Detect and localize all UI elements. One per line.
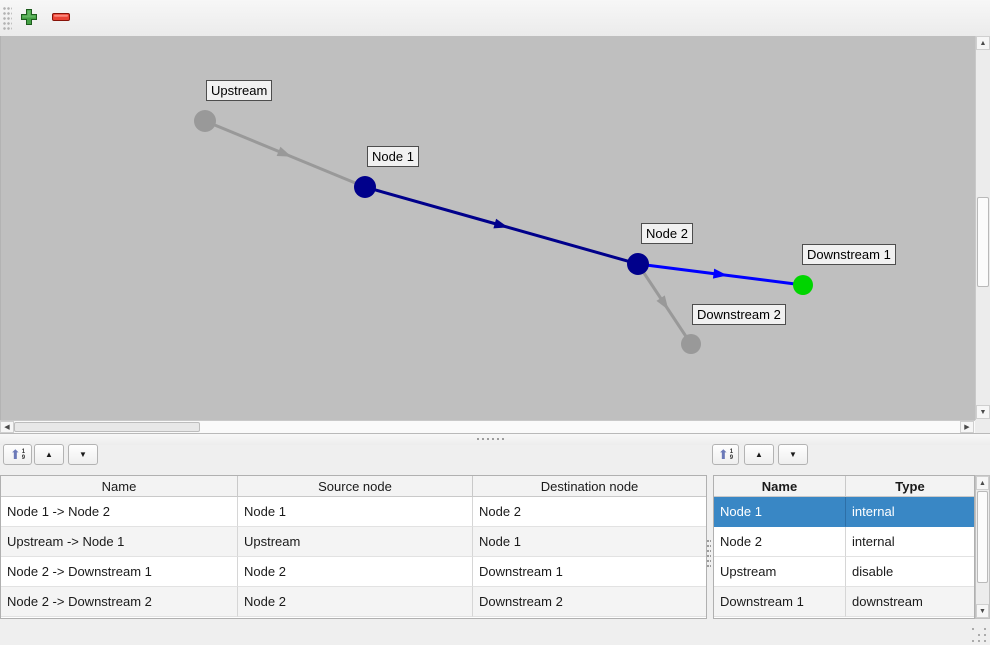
node-label-downstream1: Downstream 1 [802,244,896,265]
down-arrow-icon: ▼ [79,449,87,459]
nodes-table-header: Name Type [714,476,974,497]
scroll-down-button[interactable]: ▼ [976,604,989,618]
table-row[interactable]: Downstream 1 downstream [714,587,974,617]
node-label-node1: Node 1 [367,146,419,167]
canvas-horizontal-scrollbar[interactable]: ◀ ▶ [0,420,975,433]
column-header-name[interactable]: Name [1,476,238,496]
minus-icon [51,8,71,31]
column-header-destination-node[interactable]: Destination node [540,478,639,494]
canvas-vertical-scrollbar[interactable]: ▲ ▼ [975,36,990,420]
column-header-name[interactable]: Name [714,476,846,496]
edges-table-header: Name Source node Destination node [1,476,706,497]
column-header-type[interactable]: Type [895,478,925,494]
scroll-down-button[interactable]: ▼ [976,405,990,419]
node-label-upstream: Upstream [206,80,273,101]
node-node2[interactable] [627,253,649,275]
cell-name[interactable]: Upstream [714,557,846,587]
nodes-table-scrollbar[interactable]: ▲ ▼ [975,475,990,619]
cell-destination[interactable]: Downstream 1 [473,557,706,587]
node-downstream1[interactable] [793,275,813,295]
table-row[interactable]: Node 2 -> Downstream 1 Node 2 Downstream… [1,557,706,587]
edges-move-down-button[interactable]: ▼ [68,444,98,465]
node-label-node2: Node 2 [641,223,693,244]
toolbar-drag-handle[interactable] [3,7,12,30]
node-node1[interactable] [354,176,376,198]
cell-source[interactable]: Upstream [238,527,473,557]
vertical-splitter[interactable] [707,540,711,570]
scrollbar-corner [975,420,990,433]
nodes-move-down-button[interactable]: ▼ [778,444,808,465]
up-arrow-icon: ▲ [45,449,53,459]
cell-name[interactable]: Node 2 -> Downstream 2 [1,587,238,617]
horizontal-scroll-thumb[interactable] [14,422,200,432]
cell-type[interactable]: downstream [846,587,974,617]
edges-move-up-button[interactable]: ▲ [34,444,64,465]
plus-icon [20,8,38,31]
cell-name[interactable]: Node 1 [714,497,846,527]
remove-node-button[interactable] [50,8,72,30]
column-header-source-node[interactable]: Source node [238,476,473,496]
window-resize-grip[interactable] [972,628,974,630]
node-downstream2[interactable] [681,334,701,354]
node-upstream[interactable] [194,110,216,132]
down-arrow-icon: ▼ [789,449,797,459]
cell-name[interactable]: Upstream -> Node 1 [1,527,238,557]
horizontal-splitter[interactable] [0,433,990,445]
edges-sort-button[interactable]: ⬆ 1 9 [3,444,32,465]
nodes-move-up-button[interactable]: ▲ [744,444,774,465]
cell-source[interactable]: Node 2 [238,557,473,587]
vertical-scroll-thumb[interactable] [977,197,989,287]
cell-destination[interactable]: Node 2 [473,497,706,527]
table-row[interactable]: Node 2 internal [714,527,974,557]
cell-source[interactable]: Node 1 [238,497,473,527]
cell-type[interactable]: internal [846,527,974,557]
sort-ascending-icon: ⬆ 1 9 [717,447,734,462]
graph-canvas[interactable]: Upstream Node 1 Node 2 Downstream 1 Down… [0,36,975,420]
node-label-downstream2: Downstream 2 [692,304,786,325]
cell-name[interactable]: Node 2 -> Downstream 1 [1,557,238,587]
table-row[interactable]: Upstream -> Node 1 Upstream Node 1 [1,527,706,557]
cell-type[interactable]: internal [846,497,974,527]
cell-destination[interactable]: Downstream 2 [473,587,706,617]
edge-node1-node2[interactable] [364,185,639,266]
cell-name[interactable]: Node 2 [714,527,846,557]
cell-type[interactable]: disable [846,557,974,587]
cell-name[interactable]: Downstream 1 [714,587,846,617]
nodes-sort-button[interactable]: ⬆ 1 9 [712,444,739,465]
sort-ascending-icon: ⬆ 1 9 [9,447,26,462]
table-scroll-thumb[interactable] [977,491,988,583]
splitter-handle-icon [477,438,504,441]
scroll-up-button[interactable]: ▲ [976,476,989,490]
edges-table: Name Source node Destination node Node 1… [0,475,707,619]
add-node-button[interactable] [18,8,40,30]
edge-node2-downstream2[interactable] [636,263,693,345]
cell-destination[interactable]: Node 1 [473,527,706,557]
scroll-right-button[interactable]: ▶ [960,421,974,433]
scroll-left-button[interactable]: ◀ [0,421,14,433]
scroll-up-button[interactable]: ▲ [976,36,990,50]
table-row[interactable]: Node 2 -> Downstream 2 Node 2 Downstream… [1,587,706,617]
cell-name[interactable]: Node 1 -> Node 2 [1,497,238,527]
main-toolbar [0,0,990,37]
table-row[interactable]: Upstream disable [714,557,974,587]
nodes-table: Name Type Node 1 internal Node 2 interna… [713,475,975,619]
edge-upstream-node1[interactable] [204,119,366,189]
table-row-selected[interactable]: Node 1 internal [714,497,974,527]
edge-node2-downstream1[interactable] [637,262,804,287]
up-arrow-icon: ▲ [755,449,763,459]
table-row[interactable]: Node 1 -> Node 2 Node 1 Node 2 [1,497,706,527]
cell-source[interactable]: Node 2 [238,587,473,617]
